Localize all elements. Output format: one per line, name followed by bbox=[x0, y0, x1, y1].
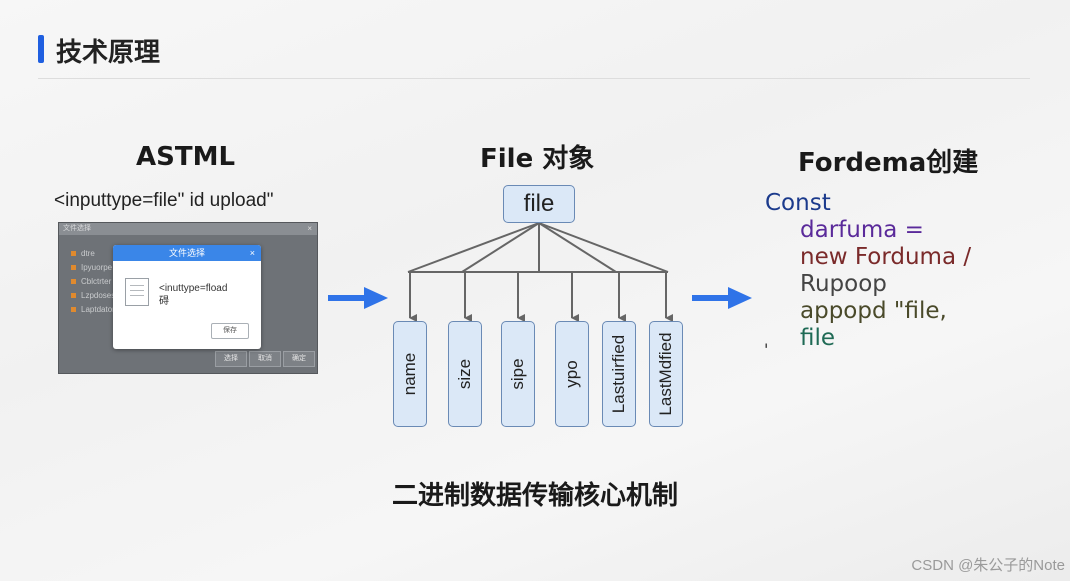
list-item: dtre bbox=[71, 249, 95, 258]
code-line: appopd "file, bbox=[800, 298, 947, 324]
cancel-button: 取消 bbox=[249, 351, 281, 367]
file-object-tree: file name size sipe ypo Lastuirfied Last… bbox=[390, 180, 690, 430]
slide-caption: 二进制数据传输核心机制 bbox=[391, 481, 678, 511]
flow-arrow-right-icon bbox=[692, 287, 752, 309]
watermark: CSDN @朱公子的Note bbox=[911, 557, 1065, 574]
html-heading: ASTML bbox=[136, 142, 236, 172]
chooser-header: 文件选择 × bbox=[113, 245, 261, 261]
property-node: LastMdfied bbox=[649, 321, 683, 427]
chooser-title: 文件选择 bbox=[168, 248, 205, 258]
file-icon bbox=[71, 251, 76, 256]
property-node: Lastuirfied bbox=[602, 321, 636, 427]
file-dialog-screenshot: 文件选择 × dtre Ipyuorpe Cblctrter Lzpdoses … bbox=[58, 222, 318, 374]
file-root-node: file bbox=[503, 185, 575, 223]
file-icon bbox=[71, 265, 76, 270]
code-line: new Forduma / bbox=[800, 244, 972, 270]
formdata-code-block: Const darfuma = new Forduma / Rupoop app… bbox=[764, 190, 972, 359]
file-object-heading: File 对象 bbox=[480, 144, 595, 174]
file-icon bbox=[71, 279, 76, 284]
confirm-button: 确定 bbox=[283, 351, 315, 367]
html-input-snippet: <inputtype=file" id upload" bbox=[54, 190, 274, 211]
code-line: Const bbox=[765, 190, 831, 216]
list-item: Laptdator bbox=[71, 305, 115, 314]
close-icon: × bbox=[307, 224, 312, 233]
title-divider bbox=[38, 78, 1030, 79]
property-node: sipe bbox=[501, 321, 535, 427]
file-chooser-dialog: 文件选择 × <inuttype=fload 碍 保存 bbox=[113, 245, 261, 349]
list-item: Lzpdoses bbox=[71, 291, 115, 300]
tree-connectors bbox=[407, 222, 673, 322]
chooser-text: <inuttype=fload 碍 bbox=[159, 283, 228, 307]
property-node: ypo bbox=[555, 321, 589, 427]
property-node: name bbox=[393, 321, 427, 427]
code-line: darfuma = bbox=[800, 217, 924, 243]
file-icon bbox=[71, 293, 76, 298]
close-icon: × bbox=[249, 248, 255, 258]
code-line: Rupoop bbox=[800, 271, 887, 297]
slide-title: 技术原理 bbox=[56, 38, 161, 68]
document-icon bbox=[125, 278, 149, 306]
flow-arrow-right-icon bbox=[328, 287, 388, 309]
code-line: file bbox=[800, 325, 836, 351]
screenshot-window-title: 文件选择 bbox=[63, 225, 91, 232]
screenshot-titlebar: 文件选择 × bbox=[59, 223, 317, 235]
code-tick-mark: ' bbox=[764, 340, 769, 359]
property-node: size bbox=[448, 321, 482, 427]
list-item: Ipyuorpe bbox=[71, 263, 112, 272]
save-button: 保存 bbox=[211, 323, 249, 339]
file-icon bbox=[71, 307, 76, 312]
title-accent-bar bbox=[38, 35, 44, 63]
select-button: 选择 bbox=[215, 351, 247, 367]
formdata-heading: Fordema创建 bbox=[798, 148, 979, 178]
list-item: Cblctrter bbox=[71, 277, 111, 286]
